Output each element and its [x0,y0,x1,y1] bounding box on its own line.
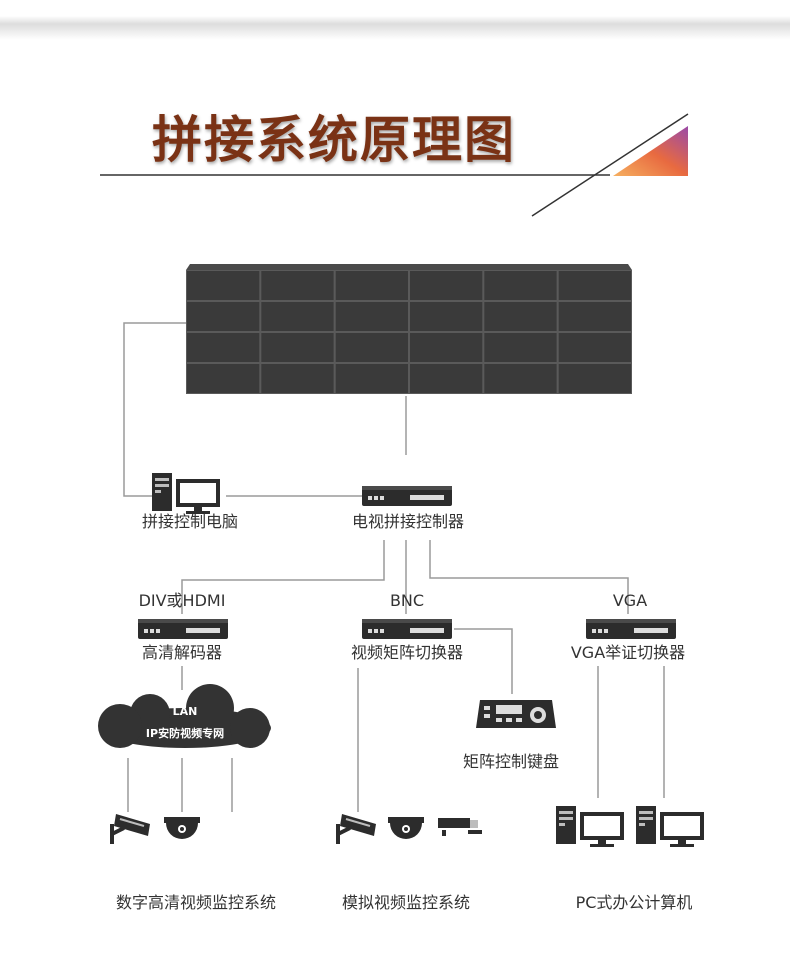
page-title: 拼接系统原理图 [152,110,516,169]
video-wall-panel [335,271,408,300]
video-wall-panel [187,302,260,331]
pc-icon [152,473,220,514]
hd-decoder-label: 高清解码器 [141,643,223,662]
cctv-camera-icon [334,812,378,846]
rack-device-icon [586,619,676,639]
cloud-label-network: IP安防视频专网 [145,727,225,740]
video-wall-panel [335,364,408,393]
cctv-camera-icon [108,812,152,846]
hd-decoder-signal: DIV或HDMI [138,591,226,610]
video-wall-panel [484,364,557,393]
video-wall-panel [484,271,557,300]
title-accent-triangle [613,126,688,176]
matrix-keyboard-label: 矩阵控制键盘 [462,752,560,771]
vga-switcher-signal: VGA [612,591,648,610]
title-diagonal [531,113,689,217]
control-pc-label: 拼接控制电脑 [141,512,239,531]
pc-system-label: PC式办公计算机 [575,893,693,912]
network-cloud-icon [98,684,271,748]
video-wall-panel [261,271,334,300]
video-wall-panel [410,271,483,300]
bullet-camera-icon [438,818,482,836]
matrix-switcher-label: 视频矩阵切换器 [350,643,464,662]
video-wall-panel [410,302,483,331]
video-wall-panel [261,333,334,362]
video-wall-panel [335,333,408,362]
video-wall-panel [484,333,557,362]
video-wall-panel [335,302,408,331]
video-wall-panel [558,271,631,300]
video-wall-panel [187,333,260,362]
dome-camera-icon [164,817,200,839]
connection-lines [123,322,665,812]
video-wall-panel [558,302,631,331]
control-keyboard-icon [476,700,556,728]
matrix-switcher-signal: BNC [389,591,425,610]
video-wall-panel [558,364,631,393]
tv-controller-label: 电视拼接控制器 [351,512,465,531]
video-wall-panel [558,333,631,362]
video-wall-panel [484,302,557,331]
video-wall-panel [187,364,260,393]
video-wall [186,264,632,394]
video-wall-panel [410,333,483,362]
vga-switcher-label: VGA举证切换器 [570,643,686,662]
hd-surveillance-label: 数字高清视频监控系统 [115,893,277,912]
rack-device-icon [138,619,228,639]
top-shadow [0,0,790,40]
dome-camera-icon [388,817,424,839]
video-wall-panel [261,302,334,331]
cloud-label-lan: LAN [172,705,198,718]
video-wall-panel [410,364,483,393]
analog-surveillance-label: 模拟视频监控系统 [341,893,471,912]
pc-icon [636,806,704,847]
rack-device-icon [362,486,452,506]
rack-device-icon [362,619,452,639]
pc-icon [556,806,624,847]
video-wall-panel [187,271,260,300]
video-wall-panel [261,364,334,393]
